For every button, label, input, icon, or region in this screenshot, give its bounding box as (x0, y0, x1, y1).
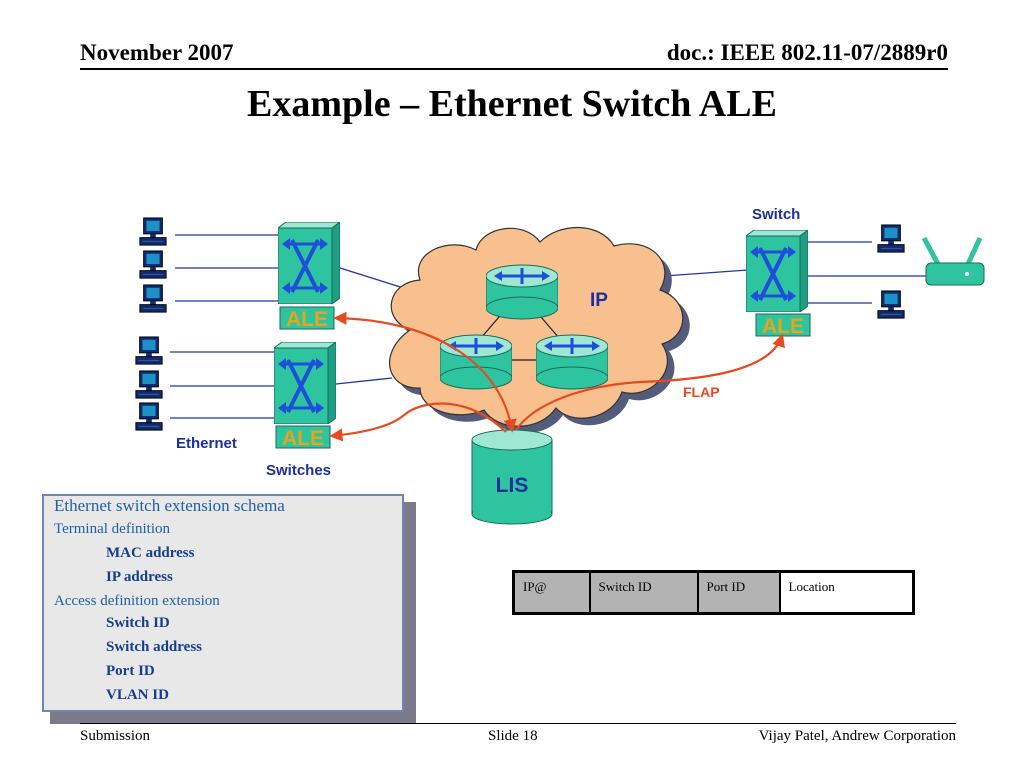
flap-label: FLAP (683, 384, 720, 400)
schema-terminal-definition: Terminal definition (54, 521, 171, 537)
flap-arrows (329, 311, 785, 442)
access-point-icon (921, 236, 985, 286)
pc-icon (135, 402, 163, 431)
pc-icon (139, 284, 167, 313)
schema-heading: Ethernet switch extension schema (54, 496, 285, 515)
table-cell: Location (778, 570, 915, 615)
schema-ip-address: IP address (106, 569, 173, 585)
table-cell: Port ID (696, 570, 781, 615)
ip-cloud (389, 226, 690, 434)
switch-icon (274, 342, 336, 424)
slide-title: Example – Ethernet Switch ALE (247, 83, 777, 125)
footer-author: Vijay Patel, Andrew Corporation (758, 728, 956, 744)
router-icon (536, 334, 608, 390)
router-icon (486, 264, 558, 320)
table-row: IP@ Switch ID Port ID Location (512, 570, 915, 615)
pc-icon (139, 250, 167, 279)
ale-label: ALE (282, 427, 324, 450)
footer-slide-number: Slide 18 (488, 728, 538, 744)
lis-record-table: IP@ Switch ID Port ID Location (512, 570, 915, 615)
ethernet-label: Ethernet (176, 435, 237, 452)
schema-vlan-id: VLAN ID (106, 687, 169, 703)
header-doc-id: doc.: IEEE 802.11-07/2889r0 (666, 40, 948, 65)
schema-switch-address: Switch address (106, 639, 202, 655)
schema-access-definition: Access definition extension (54, 593, 220, 609)
lis-database-icon (471, 429, 553, 525)
footer-submission: Submission (80, 728, 151, 744)
switches-label: Switches (266, 462, 331, 479)
ip-label: IP (590, 290, 608, 311)
ale-label: ALE (762, 315, 804, 338)
switch-icon (746, 230, 808, 312)
table-cell: IP@ (512, 570, 591, 615)
pc-icon (877, 224, 905, 253)
footer-divider (80, 723, 956, 724)
ethernet-links (170, 234, 926, 419)
schema-switch-id: Switch ID (106, 615, 170, 631)
ale-label: ALE (286, 308, 328, 331)
switch-label: Switch (752, 206, 800, 223)
header-date: November 2007 (80, 40, 234, 65)
pc-icon (877, 290, 905, 319)
pc-icon (135, 336, 163, 365)
schema-mac-address: MAC address (106, 545, 195, 561)
table-cell: Switch ID (588, 570, 699, 615)
schema-box: Ethernet switch extension schema Termina… (42, 494, 404, 712)
header-divider (80, 68, 948, 70)
pc-icon (139, 217, 167, 246)
switch-icon (278, 222, 340, 304)
schema-port-id: Port ID (106, 663, 155, 679)
lis-label: LIS (496, 474, 529, 497)
router-icon (440, 334, 512, 390)
pc-icon (135, 370, 163, 399)
